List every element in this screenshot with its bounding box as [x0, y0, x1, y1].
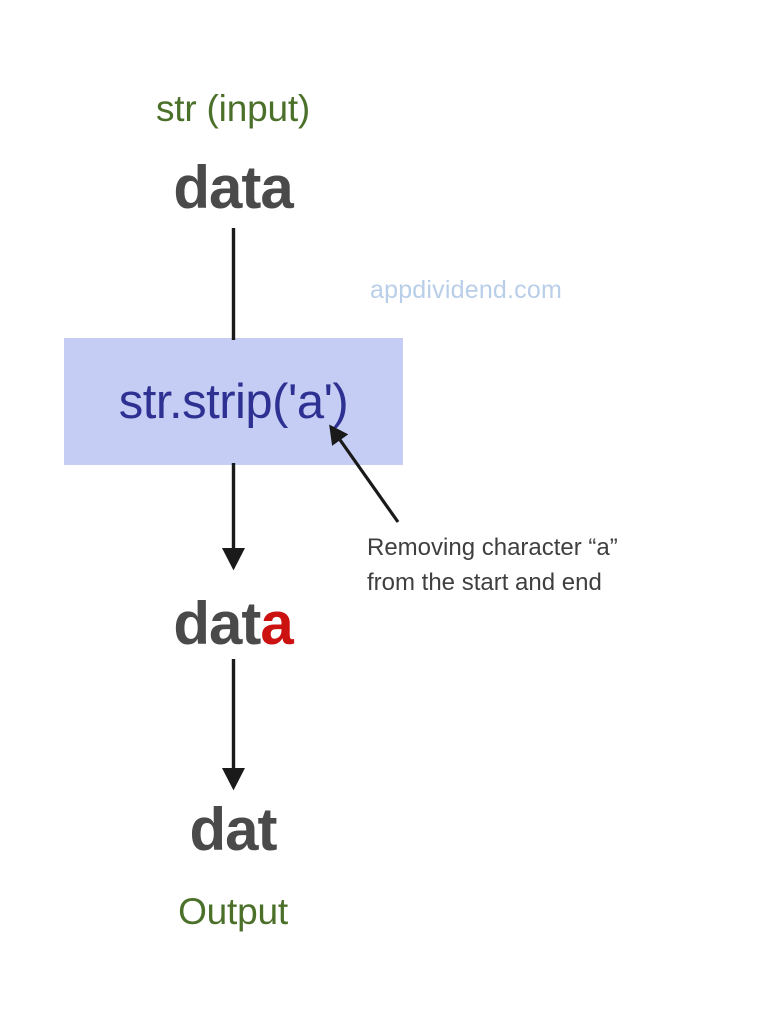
input-label: str (input) — [155, 88, 311, 129]
watermark-text: appdividend.com — [370, 276, 563, 304]
intermediate-string-value: data — [0, 594, 466, 654]
input-string-value: data — [173, 154, 293, 221]
intermediate-kept-part: dat — [173, 590, 261, 657]
intermediate-removed-char: a — [260, 590, 293, 657]
code-expression: str.strip('a') — [118, 374, 349, 429]
annotation-text: Removing character “a” from the start an… — [367, 534, 618, 596]
output-string-value: dat — [189, 796, 278, 863]
output-label: Output — [178, 891, 288, 932]
